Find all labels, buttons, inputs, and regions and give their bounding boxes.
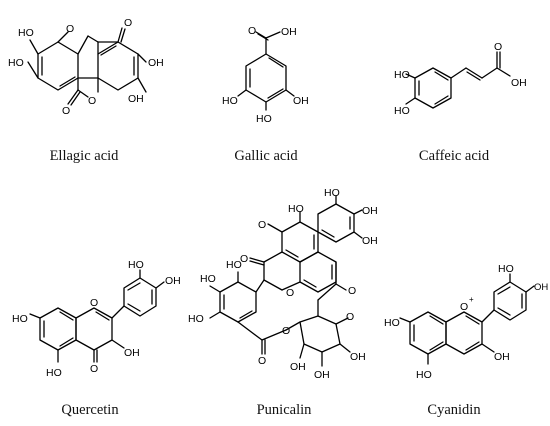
cyanidin-oh-5: OH (534, 282, 548, 293)
punicalin-oh-4: OH (362, 235, 378, 247)
punicalin-structure (209, 195, 363, 367)
ellagic-ring-o-1: O (66, 23, 74, 35)
punicalin-carbonyl-o-1: O (240, 253, 248, 265)
punicalin-oh-6: HO (188, 313, 204, 325)
punicalin-oh-7: HO (226, 259, 242, 271)
quercetin-oh-1: HO (12, 313, 28, 325)
ellagic-oh-4: OH (128, 93, 144, 105)
ellagic-carbonyl-o-2: O (62, 105, 70, 117)
gallic-acid-structure (237, 31, 295, 111)
punicalin-sugar-o: O (346, 311, 354, 323)
quercetin-ring-o: O (90, 297, 98, 309)
quercetin-oh-4: HO (128, 259, 144, 271)
punicalin-oh-8: OH (290, 361, 306, 373)
ellagic-ring-o-2: O (88, 95, 96, 107)
punicalin-oh-3: OH (362, 205, 378, 217)
caption-quercetin: Quercetin (61, 402, 119, 418)
gallic-oh-2: HO (256, 113, 272, 125)
cyanidin-charge: + (469, 295, 474, 304)
quercetin-structure (29, 269, 165, 363)
punicalin-ring-o-2: O (286, 287, 294, 299)
caffeic-oh-2: HO (394, 105, 410, 117)
caption-ellagic-acid: Ellagic acid (49, 148, 119, 164)
cyanidin-oh-3: OH (494, 351, 510, 363)
punicalin-oh-9: OH (314, 369, 330, 381)
punicalin-oh-1: HO (288, 203, 304, 215)
gallic-oh-3: OH (293, 95, 309, 107)
caffeic-carboxyl-oh: OH (511, 77, 527, 89)
punicalin-carbonyl-o-3: O (348, 285, 356, 297)
caffeic-acid-structure (405, 51, 511, 109)
ellagic-oh-1: HO (18, 27, 34, 39)
punicalin-oh-10: OH (350, 351, 366, 363)
cyanidin-oh-1: HO (384, 317, 400, 329)
punicalin-carbonyl-o-2: O (258, 355, 266, 367)
caption-punicalin: Punicalin (256, 402, 312, 418)
punicalin-oh-2: HO (324, 187, 340, 199)
gallic-carboxyl-oh: OH (281, 26, 297, 38)
punicalin-ester-o: O (282, 325, 290, 337)
caffeic-carbonyl-o: O (494, 41, 502, 53)
caption-caffeic-acid: Caffeic acid (418, 148, 490, 164)
gallic-oh-1: HO (222, 95, 238, 107)
ellagic-oh-2: HO (8, 57, 24, 69)
quercetin-oh-2: HO (46, 367, 62, 379)
quercetin-oh-5: OH (165, 275, 181, 287)
ellagic-oh-3: OH (148, 57, 164, 69)
gallic-carbonyl-o: O (248, 25, 256, 37)
quercetin-oh-3: OH (124, 347, 140, 359)
cyanidin-ring-o: O (460, 301, 468, 313)
punicalin-ring-o-1: O (258, 219, 266, 231)
cyanidin-structure (399, 273, 535, 365)
punicalin-oh-5: HO (200, 273, 216, 285)
caffeic-oh-1: HO (394, 69, 410, 81)
ellagic-acid-structure (27, 27, 147, 106)
ellagic-carbonyl-o-1: O (124, 17, 132, 29)
caption-cyanidin: Cyanidin (427, 402, 481, 418)
cyanidin-oh-4: HO (498, 263, 514, 275)
cyanidin-oh-2: HO (416, 369, 432, 381)
quercetin-carbonyl-o: O (90, 363, 98, 375)
caption-gallic-acid: Gallic acid (234, 148, 298, 164)
